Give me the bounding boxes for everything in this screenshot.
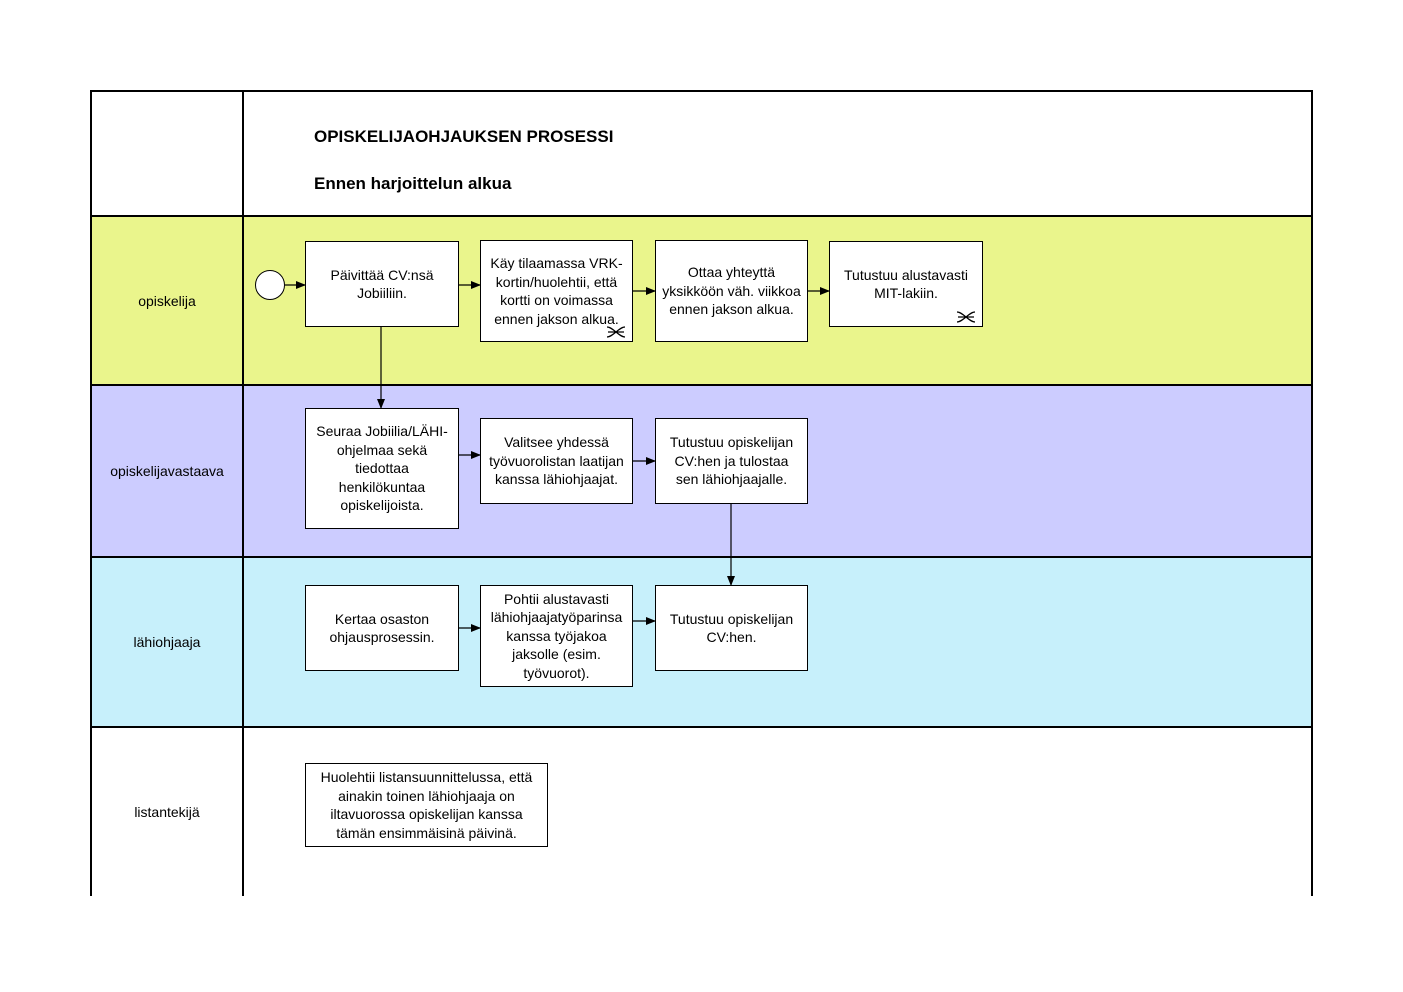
task-text: Seuraa Jobiilia/LÄHI-ohjelmaa sekä tiedo… — [316, 423, 448, 514]
task-vrk-kortti: Käy tilaamassa VRK-kortin/huolehtii, ett… — [480, 240, 633, 342]
lane-label-listantekija: listantekijä — [134, 803, 200, 820]
task-tulostaa-cv: Tutustuu opiskelijan CV:hen ja tulostaa … — [655, 418, 808, 504]
loop-icon — [606, 326, 626, 338]
task-text: Käy tilaamassa VRK-kortin/huolehtii, ett… — [490, 255, 623, 327]
diagram-subtitle: Ennen harjoittelun alkua — [314, 174, 512, 193]
task-tutustuu-cv: Tutustuu opiskelijan CV:hen. — [655, 585, 808, 671]
start-event-icon — [255, 270, 285, 300]
frame-left-line — [90, 90, 92, 896]
task-text: Tutustuu opiskelijan CV:hen. — [669, 610, 794, 646]
lane-divider-4 — [90, 726, 1313, 728]
task-seuraa-jobiilia: Seuraa Jobiilia/LÄHI-ohjelmaa sekä tiedo… — [305, 408, 459, 529]
lane-label-opiskelijavastaava: opiskelijavastaava — [110, 463, 224, 479]
lane-divider-2 — [90, 384, 1313, 386]
task-text: Tutustuu alustavasti MIT-lakiin. — [844, 266, 968, 302]
lane-label-lahiohjaaja: lähiohjaaja — [133, 634, 201, 650]
task-text: Huolehtii listansuunnittelussa, että ain… — [320, 769, 533, 841]
frame-right-line — [1311, 90, 1313, 896]
task-paivittaa-cv: Päivittää CV:nsä Jobiiliin. — [305, 241, 459, 327]
lane-divider-3 — [90, 556, 1313, 558]
task-text: Kertaa osaston ohjausprosessin. — [329, 610, 435, 646]
label-column-line — [242, 90, 244, 896]
task-ottaa-yhteytta: Ottaa yhteyttä yksikköön väh. viikkoa en… — [655, 240, 808, 342]
diagram-title: OPISKELIJAOHJAUKSEN PROSESSI — [314, 127, 614, 146]
task-text: Ottaa yhteyttä yksikköön väh. viikkoa en… — [662, 264, 801, 318]
task-valitsee-lahiohjaajat: Valitsee yhdessä työvuorolistan laatijan… — [480, 418, 633, 504]
task-text: Pohtii alustavasti lähiohjaajatyöparinsa… — [490, 590, 623, 681]
lane-label-opiskelija: opiskelija — [138, 292, 196, 309]
task-pohtii-tyojakoa: Pohtii alustavasti lähiohjaajatyöparinsa… — [480, 585, 633, 687]
task-text: Valitsee yhdessä työvuorolistan laatijan… — [489, 434, 624, 488]
lane-background-listantekija — [91, 727, 1312, 896]
task-listansuunnittelu: Huolehtii listansuunnittelussa, että ain… — [305, 763, 548, 847]
task-kertaa-ohjausprosessin: Kertaa osaston ohjausprosessin. — [305, 585, 459, 671]
frame-top-line — [90, 90, 1313, 92]
task-text: Tutustuu opiskelijan CV:hen ja tulostaa … — [669, 434, 794, 488]
task-text: Päivittää CV:nsä Jobiiliin. — [330, 266, 434, 302]
loop-icon — [956, 311, 976, 323]
task-mit-laki: Tutustuu alustavasti MIT-lakiin. — [829, 241, 983, 327]
lane-divider-1 — [90, 215, 1313, 217]
